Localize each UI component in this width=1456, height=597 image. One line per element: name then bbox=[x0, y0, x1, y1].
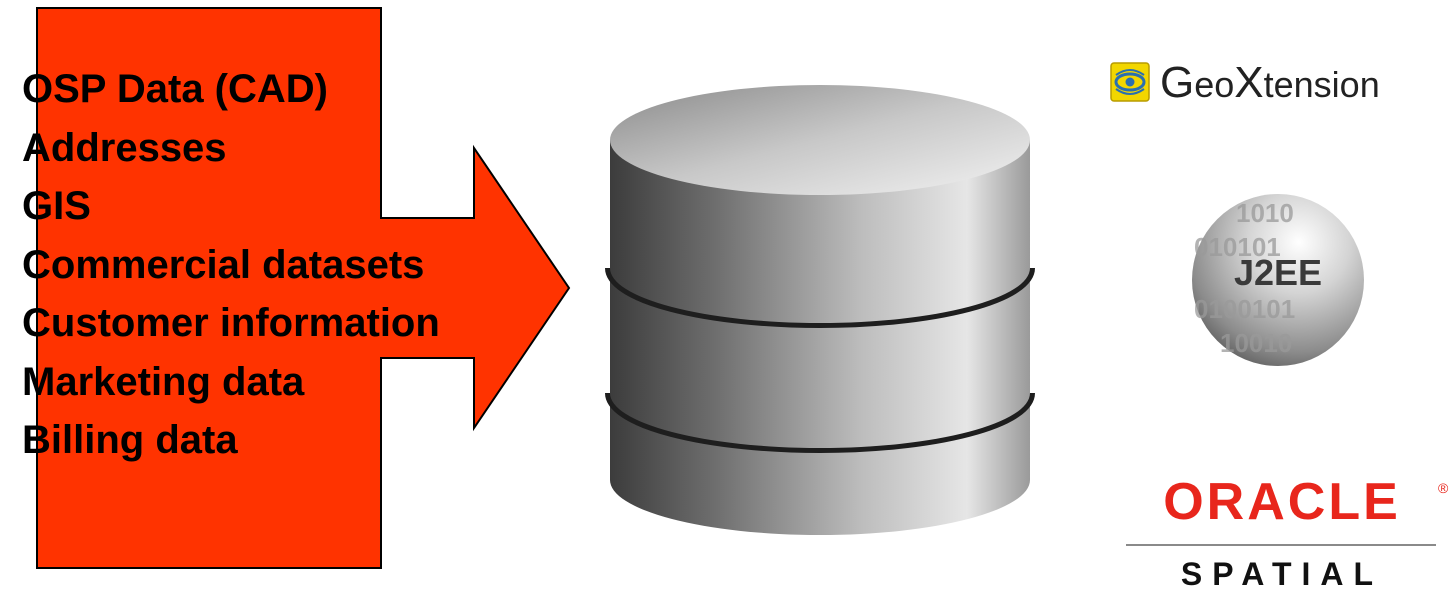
j2ee-sphere-icon: 1010 010101 0100101 10010 bbox=[1192, 194, 1364, 366]
geoxtension-logo: GeoXtension bbox=[1110, 58, 1420, 108]
geoxtension-eye-icon bbox=[1110, 62, 1150, 102]
database-segment-middle bbox=[610, 280, 1030, 448]
list-item: Customer information bbox=[22, 301, 440, 345]
logo-divider bbox=[1126, 544, 1436, 546]
svg-text:010101: 010101 bbox=[1194, 232, 1281, 262]
list-item: Addresses bbox=[22, 125, 227, 170]
oracle-wordmark: ORACLE bbox=[1163, 473, 1401, 531]
svg-text:0100101: 0100101 bbox=[1194, 294, 1295, 324]
list-item: OSP Data (CAD) bbox=[22, 67, 328, 111]
database-icon bbox=[605, 85, 1035, 535]
list-item: Billing data bbox=[22, 418, 238, 462]
oracle-spatial-logo: ORACLE ® SPATIAL bbox=[1120, 472, 1450, 592]
data-source-list: OSP Data (CAD) Addresses GIS Commercial … bbox=[22, 60, 440, 470]
svg-text:1010: 1010 bbox=[1236, 198, 1294, 228]
svg-text:10010: 10010 bbox=[1220, 328, 1292, 358]
spatial-label: SPATIAL bbox=[1180, 556, 1384, 592]
registered-mark: ® bbox=[1438, 480, 1449, 496]
list-item: Commercial datasets bbox=[22, 242, 425, 287]
arrow-body bbox=[36, 7, 571, 569]
geoxtension-wordmark: GeoXtension bbox=[1160, 58, 1380, 107]
list-item: Marketing data bbox=[22, 359, 305, 404]
list-item: GIS bbox=[22, 184, 91, 228]
database-top bbox=[610, 85, 1030, 195]
arrow-shape bbox=[36, 7, 571, 569]
j2ee-badge: 1010 010101 0100101 10010 J2EE bbox=[1190, 192, 1366, 368]
j2ee-label: J2EE bbox=[1233, 252, 1323, 293]
